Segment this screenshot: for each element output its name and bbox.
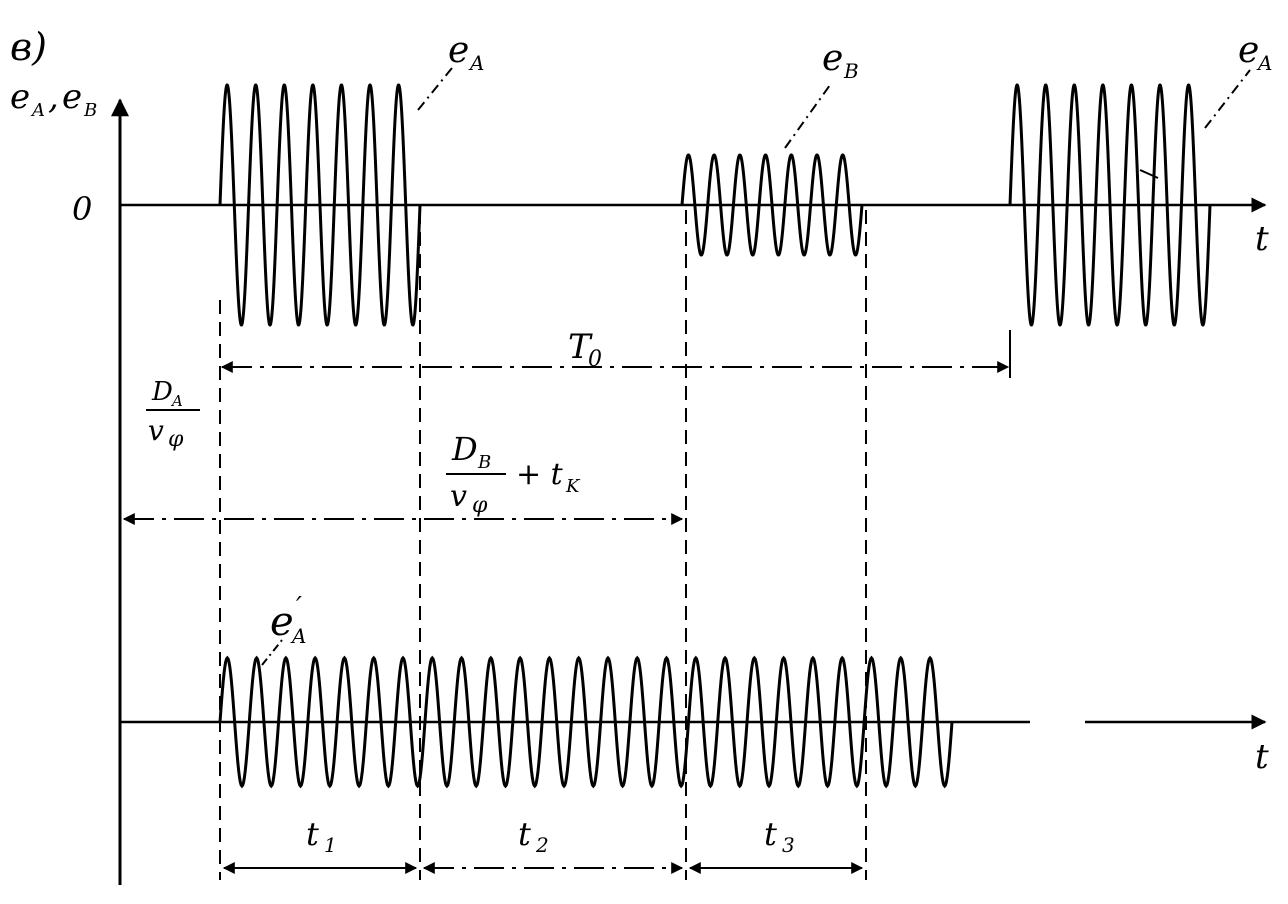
svg-text:′: ′ <box>296 592 302 622</box>
DA-over-vphi-label: D A v φ <box>146 377 200 452</box>
T0-label: T 0 <box>568 327 602 372</box>
time-axis-bottom-label: t <box>1255 737 1269 777</box>
t2-label: t 2 <box>518 815 549 857</box>
svg-text:A: A <box>290 624 306 648</box>
svg-text:0: 0 <box>588 347 602 372</box>
DB-over-vphi-plus-tK-label: D B v φ + t K <box>446 430 581 518</box>
svg-text:B: B <box>843 59 859 83</box>
eB-burst-waveform <box>680 153 864 257</box>
svg-text:e: e <box>270 599 294 645</box>
svg-text:3: 3 <box>782 833 795 857</box>
svg-text:T: T <box>568 327 593 367</box>
panel-label: в) <box>10 25 47 69</box>
eA-prime-leader <box>261 639 283 666</box>
zero-label: 0 <box>72 190 92 228</box>
svg-text:φ: φ <box>472 493 488 518</box>
svg-text:D: D <box>151 377 173 407</box>
eA-right-leader <box>1204 69 1251 129</box>
svg-text:1: 1 <box>324 833 337 857</box>
svg-text:A: A <box>170 392 183 410</box>
eA-burst-waveform <box>218 83 422 327</box>
t3-label: t 3 <box>764 815 795 857</box>
eA-prime-label: e A ′ <box>270 592 306 648</box>
svg-text:+ t: + t <box>516 457 564 492</box>
svg-text:,: , <box>48 77 59 117</box>
eA-right-label: e A <box>1238 30 1272 75</box>
eA-right-inner-mark <box>1139 169 1159 179</box>
eB-label: e B <box>822 38 859 83</box>
svg-text:e: e <box>10 77 30 117</box>
svg-text:B: B <box>477 452 491 473</box>
svg-text:t: t <box>518 815 531 853</box>
svg-text:φ: φ <box>168 427 184 452</box>
eA-leader <box>417 67 453 111</box>
eA-repeat-burst-waveform <box>1008 83 1212 327</box>
svg-text:t: t <box>764 815 777 853</box>
svg-text:B: B <box>83 100 97 121</box>
eA-prime-waveform <box>218 655 954 789</box>
svg-text:e: e <box>822 38 843 79</box>
time-axis-top-label: t <box>1255 219 1269 259</box>
svg-text:D: D <box>451 430 478 468</box>
svg-text:e: e <box>448 30 469 71</box>
svg-text:K: K <box>565 476 581 497</box>
svg-text:A: A <box>468 51 484 75</box>
eB-leader <box>784 84 831 149</box>
svg-text:v: v <box>450 479 467 514</box>
t1-label: t 1 <box>306 815 337 857</box>
y-axis-label: e A , e B <box>10 77 97 121</box>
svg-text:e: e <box>62 77 82 117</box>
svg-text:2: 2 <box>535 833 549 857</box>
svg-text:v: v <box>148 414 164 447</box>
eA-label: e A <box>448 30 484 75</box>
svg-text:e: e <box>1238 30 1259 71</box>
svg-text:A: A <box>30 100 45 121</box>
svg-text:t: t <box>306 815 319 853</box>
svg-text:A: A <box>1256 51 1272 75</box>
